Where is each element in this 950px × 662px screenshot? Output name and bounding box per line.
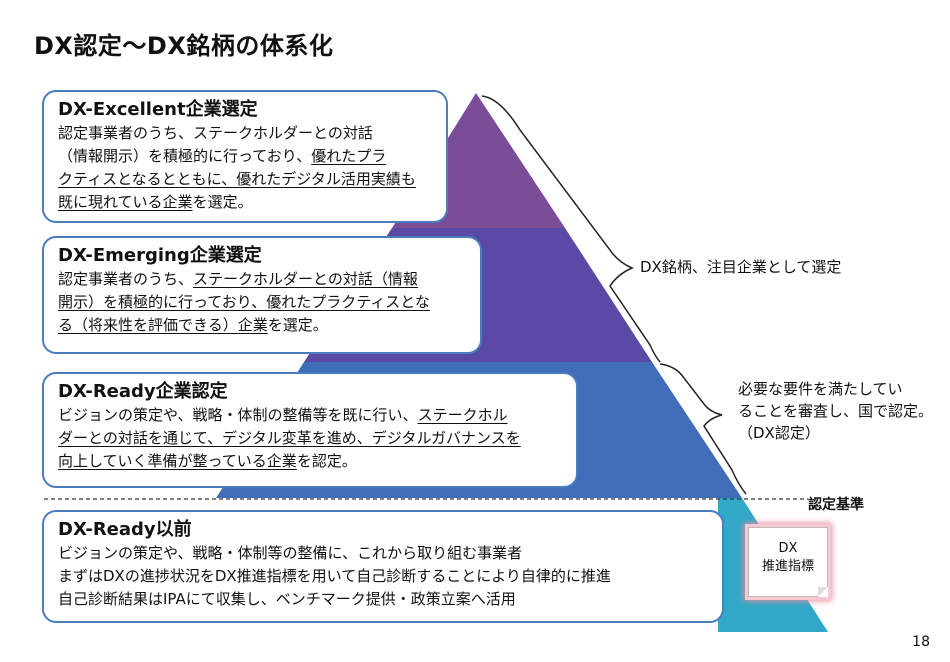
underlined-text: ステークホル	[417, 406, 508, 424]
dx-index-note: DX 推進指標	[748, 527, 828, 597]
underlined-text: 向上していく準備が整っている企業	[58, 452, 297, 470]
text-segment: を認定。	[296, 452, 357, 470]
tier-description-line: ビジョンの策定や、戦略・体制等の整備に、これから取り組む事業者	[58, 542, 708, 565]
note-fold-corner	[818, 587, 828, 597]
underlined-text: 開示）を積極的に行っており、優れたプラクティスとな	[58, 293, 430, 311]
criteria-label: 認定基準	[808, 497, 864, 513]
underlined-text: ステークホルダーとの対話（情報	[193, 270, 418, 288]
note-line: 推進指標	[761, 559, 814, 574]
tier-description-line: クティスとなるとともに、優れたデジタル活用実績も	[58, 168, 432, 191]
text-segment: 自己診断結果はIPAにて収集し、ベンチマーク提供・政策立案へ活用	[58, 590, 516, 608]
meigara-label: DX銘柄、注目企業として選定	[640, 258, 842, 276]
tier-description-line: （情報開示）を積極的に行っており、優れたプラ	[58, 145, 432, 168]
tier-description-line: 認定事業者のうち、ステークホルダーとの対話（情報	[58, 268, 466, 291]
tier-description-line: ビジョンの策定や、戦略・体制の整備等を既に行い、ステークホル	[58, 404, 562, 427]
underlined-text: る（将来性を評価できる）企業	[58, 316, 268, 334]
text-segment: ビジョンの策定や、戦略・体制等の整備に、これから取り組む事業者	[58, 544, 523, 562]
nintei-label: 必要な要件を満たしてい ることを審査し、国で認定。 （DX認定）	[738, 378, 933, 444]
text-segment: を選定。	[267, 316, 328, 334]
tier-title: DX-Ready企業認定	[58, 381, 228, 402]
tier-description-line: 自己診断結果はIPAにて収集し、ベンチマーク提供・政策立案へ活用	[58, 588, 708, 611]
tier-title: DX-Emerging企業選定	[58, 245, 262, 266]
text-segment: ビジョンの策定や、戦略・体制の整備等を既に行い、	[58, 406, 418, 424]
note-line: DX	[778, 541, 798, 556]
text-segment: （情報開示）を積極的に行っており、	[58, 147, 312, 165]
underlined-text: ダーとの対話を通じて、デジタル変革を進め、デジタルガバナンスを	[58, 429, 521, 447]
text-segment: を選定。	[192, 193, 253, 211]
underlined-text: クティスとなるとともに、優れたデジタル活用実績も	[58, 170, 416, 188]
nintei-label-line: ることを審査し、国で認定。	[738, 402, 934, 420]
tier-description: 認定事業者のうち、ステークホルダーとの対話 （情報開示）を積極的に行っており、優れ…	[58, 122, 432, 214]
tier-box-excellent: DX-Excellent企業選定 認定事業者のうち、ステークホルダーとの対話 （情…	[42, 90, 448, 223]
tier-title: DX-Ready以前	[58, 519, 192, 540]
tier-description-line: る（将来性を評価できる）企業を選定。	[58, 314, 466, 337]
tier-description: ビジョンの策定や、戦略・体制等の整備に、これから取り組む事業者まずはDXの進捗状…	[58, 542, 708, 611]
nintei-label-line: 必要な要件を満たしてい	[738, 380, 903, 398]
tier-description-line: 既に現れている企業を選定。	[58, 191, 432, 214]
page-number: 18	[912, 634, 930, 650]
tier-box-ready: DX-Ready企業認定 ビジョンの策定や、戦略・体制の整備等を既に行い、ステー…	[42, 372, 578, 488]
underlined-text: 優れたプラ	[311, 147, 387, 165]
text-segment: 認定事業者のうち、ステークホルダーとの対話	[58, 124, 373, 142]
tier-description: 認定事業者のうち、ステークホルダーとの対話（情報開示）を積極的に行っており、優れ…	[58, 268, 466, 337]
brace-nintei	[659, 363, 747, 495]
tier-description-line: 開示）を積極的に行っており、優れたプラクティスとな	[58, 291, 466, 314]
text-segment: 認定事業者のうち、	[58, 270, 194, 288]
nintei-label-line: （DX認定）	[738, 424, 820, 442]
underlined-text: 既に現れている企業	[58, 193, 193, 211]
tier-title: DX-Excellent企業選定	[58, 99, 258, 120]
page-title: DX認定〜DX銘柄の体系化	[34, 32, 334, 60]
tier-description: ビジョンの策定や、戦略・体制の整備等を既に行い、ステークホルダーとの対話を通じて…	[58, 404, 562, 473]
brace-meigara	[481, 95, 661, 363]
tier-box-pre-ready: DX-Ready以前 ビジョンの策定や、戦略・体制等の整備に、これから取り組む事…	[42, 510, 724, 623]
tier-description-line: まずはDXの進捗状況をDX推進指標を用いて自己診断することにより自律的に推進	[58, 565, 708, 588]
tier-box-emerging: DX-Emerging企業選定 認定事業者のうち、ステークホルダーとの対話（情報…	[42, 236, 482, 354]
tier-description-line: 認定事業者のうち、ステークホルダーとの対話	[58, 122, 432, 145]
tier-description-line: 向上していく準備が整っている企業を認定。	[58, 450, 562, 473]
tier-description-line: ダーとの対話を通じて、デジタル変革を進め、デジタルガバナンスを	[58, 427, 562, 450]
text-segment: まずはDXの進捗状況をDX推進指標を用いて自己診断することにより自律的に推進	[58, 567, 611, 585]
